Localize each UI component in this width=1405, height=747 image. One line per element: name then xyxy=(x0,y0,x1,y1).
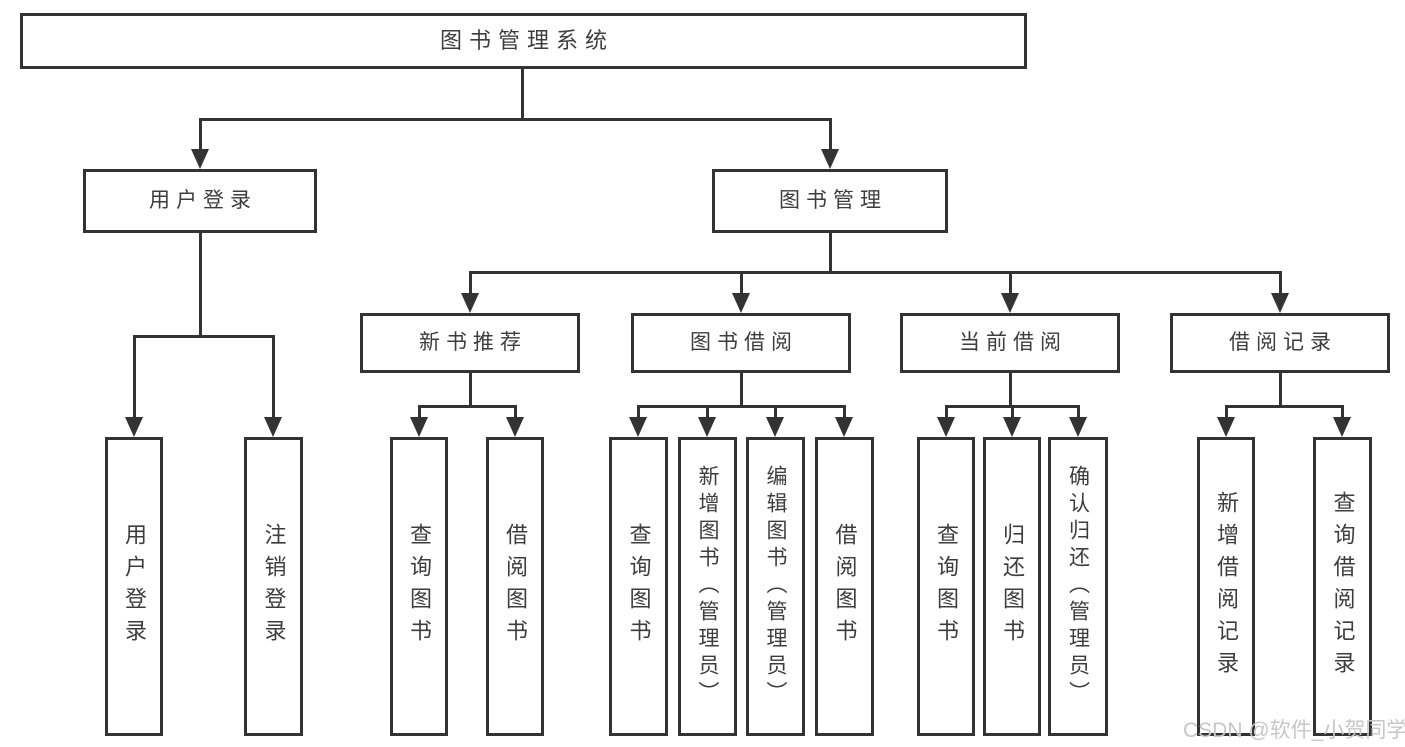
node-label: 图书管理系统 xyxy=(439,27,614,53)
leaf-query-borrow-record: 查询借阅记录 xyxy=(1313,437,1372,736)
leaf-query-books-current: 查询图书 xyxy=(917,437,975,736)
connector-level3-rail xyxy=(469,271,1282,274)
leaf-query-books-recommend: 查询图书 xyxy=(390,437,448,736)
node-user-login-branch: 用户登录 xyxy=(83,169,317,233)
connector-book-borrowing-rail xyxy=(637,405,846,408)
node-label: 当前借阅 xyxy=(959,331,1067,355)
connector-new-book-rail xyxy=(418,405,517,408)
leaf-return-book: 归还图书 xyxy=(983,437,1041,736)
connector-drop-book-borrowing xyxy=(740,271,743,297)
connector-user-login-rail xyxy=(133,335,275,338)
leaf-borrow-books-recommend: 借阅图书 xyxy=(486,437,544,736)
arrowhead-down-nb-borrow xyxy=(506,417,524,437)
leaf-label: 用户登录 xyxy=(122,522,147,651)
node-label: 用户登录 xyxy=(149,189,257,213)
leaf-label: 借阅图书 xyxy=(832,522,858,651)
leaf-label: 查询图书 xyxy=(934,522,959,651)
leaf-label: 查询图书 xyxy=(407,522,432,651)
connector-current-borrowing-stem xyxy=(1009,373,1012,407)
arrowhead-down-borrowing-records xyxy=(1271,293,1289,313)
leaf-label: 查询图书 xyxy=(626,522,652,651)
leaf-query-books-borrowing: 查询图书 xyxy=(609,437,668,736)
connector-drop-bb-add xyxy=(706,405,709,421)
connector-drop-new-book xyxy=(469,271,472,297)
leaf-logout: 注销登录 xyxy=(244,437,303,736)
connector-user-login-stem xyxy=(199,233,202,337)
connector-drop-nb-query xyxy=(418,405,421,421)
connector-drop-book-management xyxy=(829,118,832,152)
arrowhead-down-cb-confirm xyxy=(1069,417,1087,437)
arrowhead-down-bb-add xyxy=(698,417,716,437)
leaf-label: 归还图书 xyxy=(1000,522,1025,651)
leaf-add-borrow-record: 新增借阅记录 xyxy=(1197,437,1255,736)
connector-drop-current-borrowing xyxy=(1009,271,1012,297)
node-label: 图书管理 xyxy=(779,189,887,213)
arrowhead-down-rc-add xyxy=(1217,417,1235,437)
leaf-label: 借阅图书 xyxy=(503,522,528,651)
arrowhead-down-leaf-logout xyxy=(264,417,282,437)
connector-drop-cb-confirm xyxy=(1077,405,1080,421)
leaf-label: 查询借阅记录 xyxy=(1330,490,1356,683)
arrowhead-down-book-borrowing xyxy=(732,293,750,313)
arrowhead-down-cb-query xyxy=(937,417,955,437)
connector-drop-leaf-user-login xyxy=(133,335,136,421)
arrowhead-down-nb-query xyxy=(410,417,428,437)
connector-level2-rail xyxy=(199,118,831,121)
arrowhead-down-book-management xyxy=(821,149,839,169)
node-label: 新书推荐 xyxy=(419,331,527,355)
leaf-add-book-admin: 新增图书（管理员） xyxy=(678,437,737,736)
connector-borrowing-records-stem xyxy=(1279,373,1282,407)
leaf-label: 注销登录 xyxy=(261,522,287,651)
leaf-label: 新增借阅记录 xyxy=(1214,490,1239,683)
leaf-user-login: 用户登录 xyxy=(105,437,163,736)
node-book-borrowing: 图书借阅 xyxy=(631,313,851,373)
connector-root-stem xyxy=(521,68,524,119)
node-label: 借阅记录 xyxy=(1229,331,1337,355)
node-borrowing-records: 借阅记录 xyxy=(1170,313,1390,373)
node-new-book-recommend: 新书推荐 xyxy=(360,313,580,373)
connector-drop-cb-return xyxy=(1011,405,1014,421)
connector-borrowing-records-rail xyxy=(1225,405,1344,408)
leaf-edit-book-admin: 编辑图书（管理员） xyxy=(746,437,805,736)
connector-drop-cb-query xyxy=(945,405,948,421)
node-book-management-branch: 图书管理 xyxy=(712,169,948,233)
arrowhead-down-bb-query xyxy=(629,417,647,437)
leaf-label: 编辑图书（管理员） xyxy=(764,465,787,708)
arrowhead-down-bb-borrow xyxy=(835,417,853,437)
connector-drop-bb-query xyxy=(637,405,640,421)
arrowhead-down-cb-return xyxy=(1003,417,1021,437)
connector-drop-leaf-logout xyxy=(272,335,275,421)
node-current-borrowing: 当前借阅 xyxy=(900,313,1120,373)
arrowhead-down-leaf-user-login xyxy=(125,417,143,437)
arrowhead-down-rc-query xyxy=(1333,417,1351,437)
arrowhead-down-new-book xyxy=(461,293,479,313)
connector-drop-bb-borrow xyxy=(843,405,846,421)
leaf-label: 新增图书（管理员） xyxy=(696,465,719,708)
connector-drop-user-login xyxy=(199,118,202,152)
connector-book-borrowing-stem xyxy=(740,373,743,407)
node-label: 图书借阅 xyxy=(690,331,798,355)
node-root-library-system: 图书管理系统 xyxy=(20,13,1027,69)
leaf-confirm-return-admin: 确认归还（管理员） xyxy=(1048,437,1108,736)
connector-book-management-stem xyxy=(829,233,832,273)
leaf-borrow-books-borrowing: 借阅图书 xyxy=(815,437,874,736)
connector-drop-rc-add xyxy=(1225,405,1228,421)
connector-new-book-stem xyxy=(469,373,472,407)
connector-drop-bb-edit xyxy=(774,405,777,421)
connector-drop-nb-borrow xyxy=(514,405,517,421)
arrowhead-down-bb-edit xyxy=(766,417,784,437)
arrowhead-down-user-login xyxy=(191,149,209,169)
arrowhead-down-current-borrowing xyxy=(1001,293,1019,313)
leaf-label: 确认归还（管理员） xyxy=(1066,465,1090,708)
connector-drop-rc-query xyxy=(1341,405,1344,421)
connector-drop-borrowing-records xyxy=(1279,271,1282,297)
csdn-watermark: CSDN @软件_小贺同学 xyxy=(1183,719,1405,742)
